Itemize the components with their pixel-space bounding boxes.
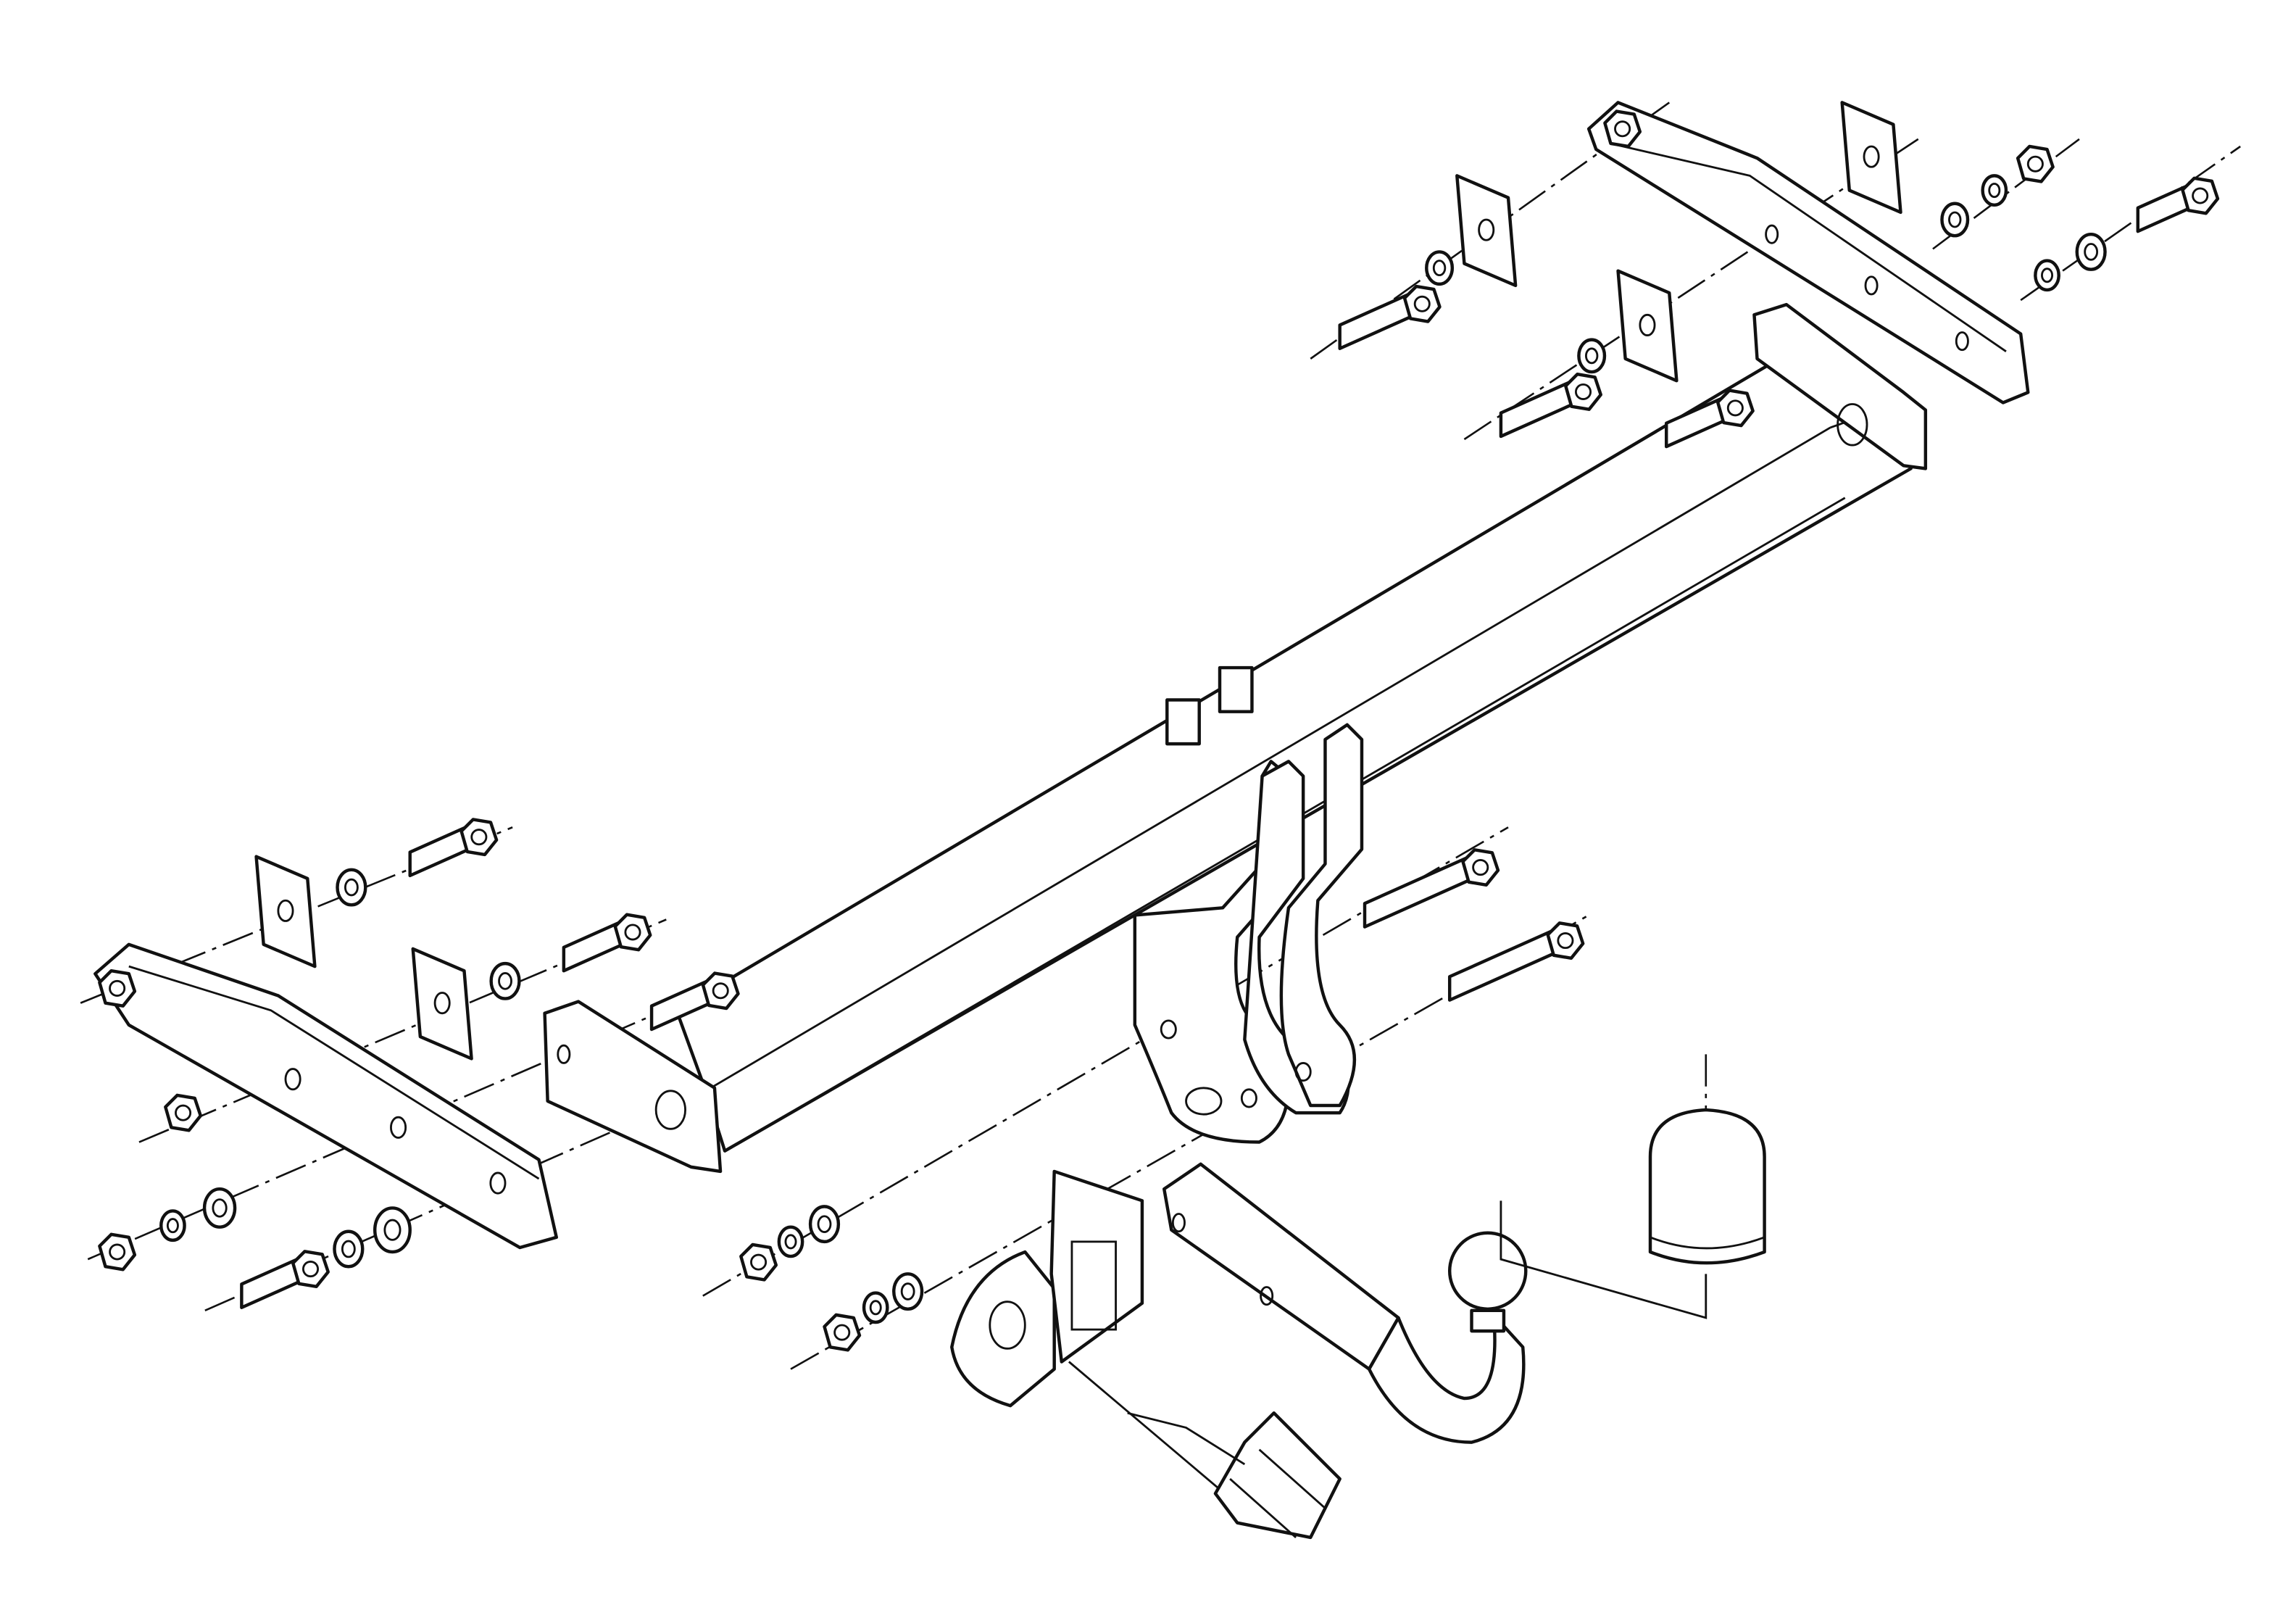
washer bbox=[336, 868, 367, 907]
nut bbox=[613, 913, 652, 952]
nut bbox=[823, 1313, 862, 1352]
left-mounting-bracket bbox=[93, 942, 558, 1250]
nut-bore bbox=[2026, 155, 2044, 173]
nut-bore bbox=[175, 1104, 192, 1121]
nut-bore bbox=[833, 1324, 851, 1341]
spacer-plate bbox=[1455, 174, 1518, 288]
nut-bore bbox=[1472, 859, 1489, 876]
washer bbox=[333, 1229, 365, 1269]
nut-bore bbox=[109, 1243, 126, 1261]
tow-ball-neck bbox=[1162, 1162, 1528, 1444]
washer-hole bbox=[1584, 347, 1599, 365]
washer bbox=[1981, 174, 2008, 207]
nut-bore bbox=[712, 982, 729, 1000]
nut-bore bbox=[1413, 295, 1431, 312]
nut bbox=[459, 818, 499, 857]
washer bbox=[373, 1206, 412, 1254]
washer-hole bbox=[344, 878, 359, 897]
bolt-shank bbox=[1447, 927, 1559, 1002]
washer-hole bbox=[341, 1240, 356, 1258]
washer bbox=[808, 1205, 841, 1244]
nut bbox=[1402, 284, 1442, 323]
washer-hole bbox=[212, 1198, 228, 1218]
nut bbox=[739, 1242, 778, 1282]
centerline bbox=[1463, 138, 1919, 441]
fastener-hardware bbox=[98, 101, 2220, 1352]
washer bbox=[2034, 259, 2060, 292]
spacer-plate-hole bbox=[1639, 313, 1656, 336]
washer-hole bbox=[869, 1300, 882, 1316]
spacer-plate bbox=[254, 855, 317, 968]
spacer-plate-hole bbox=[1478, 218, 1495, 241]
bolt-shank bbox=[1338, 290, 1415, 350]
spacer-plate-hole bbox=[433, 992, 451, 1015]
nut-bore bbox=[1726, 399, 1744, 417]
nut bbox=[164, 1093, 203, 1132]
washer-hole bbox=[1948, 211, 1962, 228]
washer-hole bbox=[2041, 267, 2054, 283]
washer-hole bbox=[498, 972, 512, 990]
washer-hole bbox=[900, 1282, 915, 1300]
nut bbox=[701, 971, 740, 1011]
ball-cover-cap bbox=[1500, 1108, 1766, 1319]
nut bbox=[2181, 176, 2220, 215]
spacer-plate-hole bbox=[1863, 145, 1880, 168]
bolt-shank bbox=[1499, 378, 1576, 439]
washer bbox=[892, 1272, 924, 1311]
nut-bore bbox=[750, 1253, 768, 1271]
nut-bore bbox=[1557, 932, 1574, 950]
washer-hole bbox=[1432, 260, 1447, 277]
nut bbox=[1461, 848, 1500, 887]
nut bbox=[1564, 373, 1602, 411]
nut-bore bbox=[109, 979, 126, 997]
centerline bbox=[2020, 145, 2241, 302]
electrical-connector bbox=[1127, 1411, 1342, 1540]
washer bbox=[2075, 232, 2107, 271]
main-crossbeam bbox=[543, 302, 1928, 1174]
washer bbox=[862, 1291, 889, 1324]
drop-plates bbox=[1133, 723, 1364, 1144]
washer-hole bbox=[817, 1215, 832, 1233]
right-mounting-bracket bbox=[1586, 101, 2030, 404]
nut bbox=[291, 1250, 330, 1289]
nut-bore bbox=[470, 829, 488, 846]
nut bbox=[2016, 144, 2055, 183]
bolt-shank bbox=[1363, 854, 1473, 929]
washer bbox=[489, 961, 521, 1000]
nut-bore bbox=[301, 1261, 320, 1278]
nut-bore bbox=[624, 924, 641, 941]
washer-hole bbox=[784, 1234, 797, 1250]
nut-bore bbox=[2192, 187, 2209, 204]
washer bbox=[202, 1187, 237, 1229]
nut bbox=[1603, 109, 1642, 149]
washer bbox=[1425, 250, 1455, 286]
washer bbox=[1577, 338, 1607, 374]
nut-bore bbox=[1614, 120, 1631, 138]
washer-hole bbox=[166, 1218, 179, 1234]
washer-hole bbox=[383, 1219, 402, 1241]
spacer-plate bbox=[1840, 101, 1902, 215]
spacer-plate bbox=[411, 947, 473, 1061]
nut bbox=[1546, 921, 1585, 961]
nut bbox=[1715, 389, 1755, 428]
washer bbox=[1940, 202, 1970, 238]
nut bbox=[98, 1232, 137, 1271]
nut-bore bbox=[1574, 383, 1592, 400]
washer-hole bbox=[2084, 243, 2099, 261]
washer-hole bbox=[1988, 183, 2001, 199]
spacer-plate-hole bbox=[277, 899, 294, 922]
spacer-plate bbox=[1616, 269, 1679, 383]
nut bbox=[98, 968, 137, 1008]
washer bbox=[159, 1209, 186, 1242]
washer bbox=[777, 1225, 804, 1258]
